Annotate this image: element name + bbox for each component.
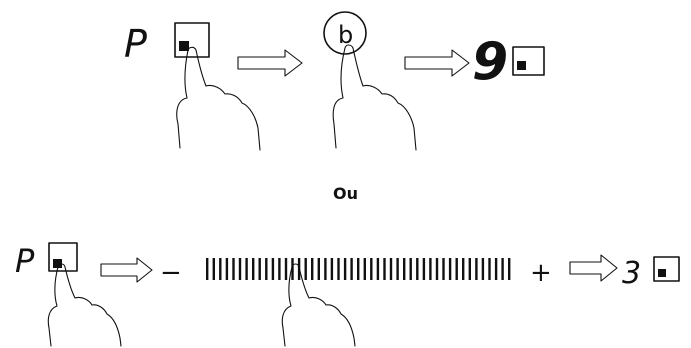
hand-icon [332, 44, 417, 151]
hand-icon [176, 46, 261, 151]
plus-label: + [530, 258, 552, 288]
separator-label: Ou [333, 184, 358, 203]
slider-bar [376, 258, 380, 280]
slider-bar [324, 258, 327, 280]
slider-bar [258, 258, 261, 280]
minus-label: − [160, 258, 182, 288]
slider-bar [508, 258, 511, 280]
slider-bar [271, 258, 275, 280]
slider-bar [448, 258, 452, 280]
arrow-right-icon [100, 257, 153, 283]
slider-bar [416, 258, 419, 280]
slider-bar [501, 258, 504, 280]
slider-bar [317, 258, 320, 280]
slider-bar [442, 258, 445, 280]
slider-bar [435, 258, 439, 280]
slider-bar [350, 258, 353, 280]
slider-bar [225, 258, 229, 280]
hand-icon [281, 263, 356, 347]
slider-bar [238, 258, 242, 280]
slider-bar [304, 258, 307, 280]
slider-bar [403, 258, 406, 280]
slider-bar [343, 258, 347, 280]
slider-bar [245, 258, 248, 280]
slider-bar [291, 258, 294, 280]
slider-bar [455, 258, 458, 280]
slider-bar [370, 258, 373, 280]
slider-bar [337, 258, 340, 280]
display-result-row2: 3 [622, 256, 641, 291]
slider-bar [357, 258, 360, 280]
square-button-icon [174, 22, 210, 58]
square-button-icon [48, 242, 78, 272]
slider-bar [311, 258, 314, 280]
circle-button-icon: b [323, 11, 367, 55]
slider-bar [232, 258, 235, 280]
slider-bar [383, 258, 386, 280]
slider-bar [284, 258, 288, 280]
slider-bar [389, 258, 393, 280]
slider-bar [494, 258, 498, 280]
square-button-icon [653, 256, 680, 282]
hand-icon [47, 263, 122, 347]
arrow-right-icon [569, 254, 618, 282]
slider-bar [481, 258, 485, 280]
slider-icon [206, 258, 511, 280]
slider-bar [206, 258, 209, 280]
slider-bar [475, 258, 478, 280]
slider-bar [265, 258, 268, 280]
slider-bar [212, 258, 215, 280]
slider-bar [462, 258, 465, 280]
display-p-row1: P [124, 22, 147, 66]
slider-bar [422, 258, 426, 280]
slider-bar [219, 258, 222, 280]
slider-bar [363, 258, 366, 280]
slider-bar [429, 258, 432, 280]
circle-button-label: b [338, 21, 353, 49]
slider-bar [396, 258, 399, 280]
arrow-right-icon [237, 49, 303, 77]
slider-bar [330, 258, 334, 280]
arrow-right-icon [404, 49, 470, 77]
slider-bar [252, 258, 255, 280]
slider-bar [278, 258, 281, 280]
slider-bar [488, 258, 491, 280]
display-p-row2: P [15, 242, 35, 280]
square-button-icon [512, 46, 545, 76]
slider-bar [468, 258, 471, 280]
display-result-row1: 9 [472, 32, 508, 92]
slider-bar [409, 258, 412, 280]
